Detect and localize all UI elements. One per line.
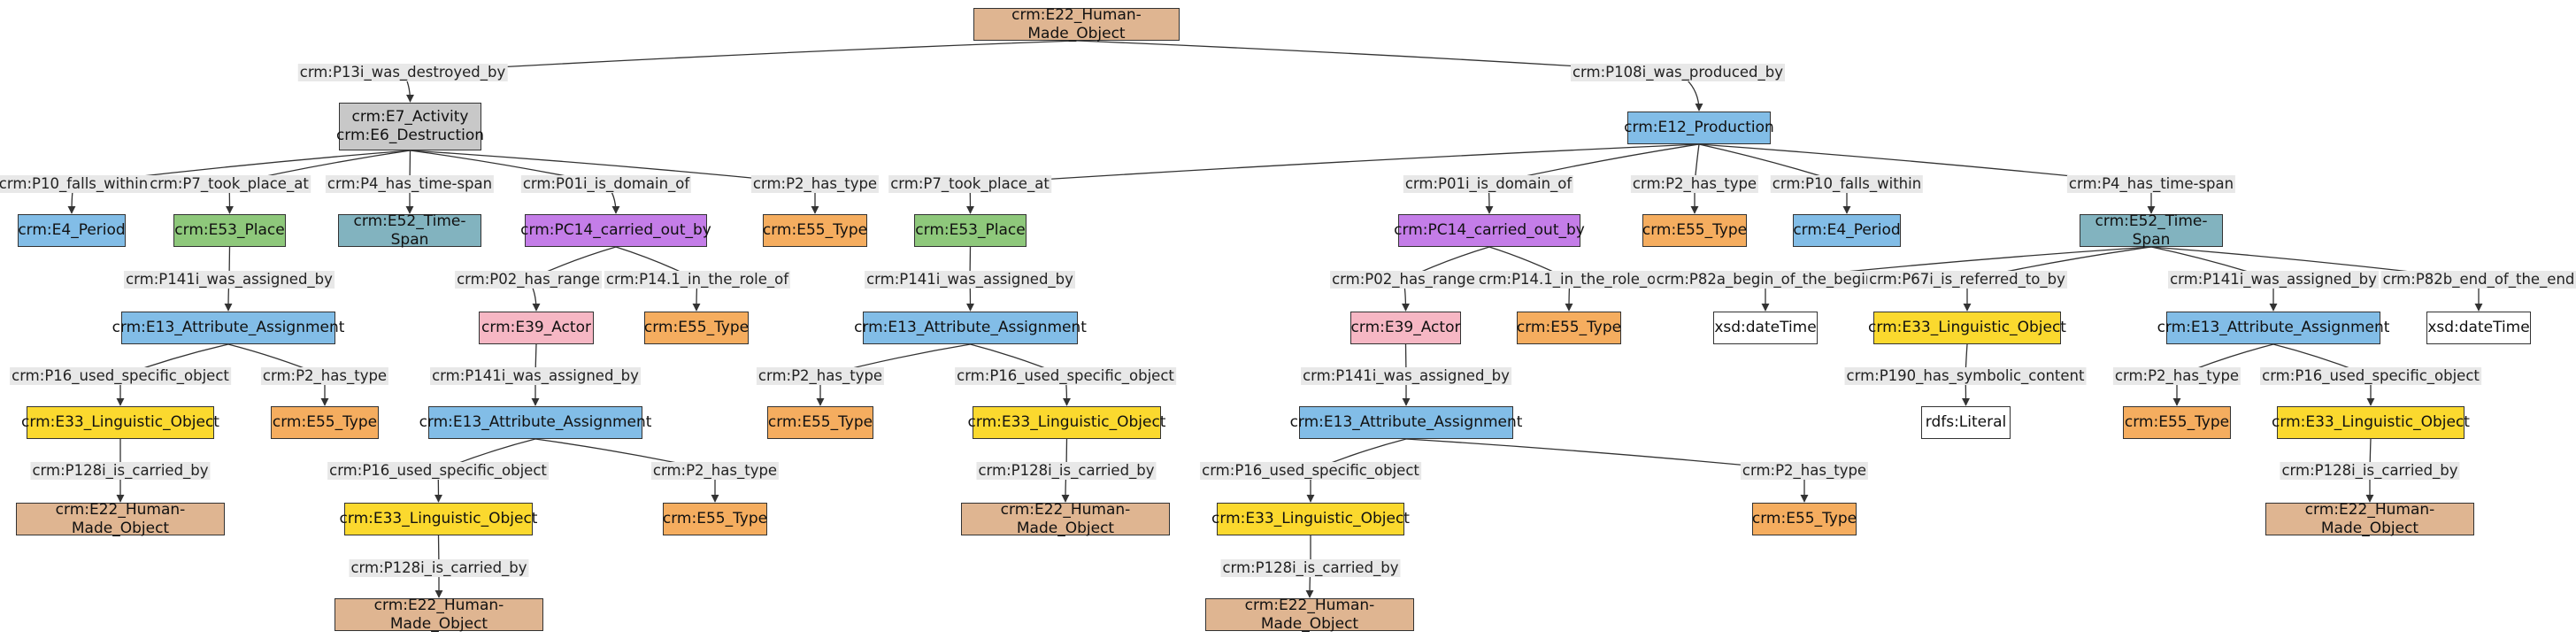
node-e22-human-made-object: crm:E22_Human-Made_Object: [334, 597, 543, 633]
edge-label-p16-used-specific-object: crm:P16_used_specific_object: [1200, 462, 1421, 480]
edge-p108i-was-produced-by: [1076, 40, 1703, 112]
node-e22-human-made-object: crm:E22_Human-Made_Object: [961, 501, 1170, 537]
node-pc14-carried-out-by: crm:PC14_carried_out_by: [1394, 214, 1585, 247]
node-e52-time-span: crm:E52_Time-Span: [2080, 212, 2223, 249]
edge-label-p141i-was-assigned-by: crm:P141i_was_assigned_by: [124, 271, 334, 289]
node-datetime: xsd:dateTime: [1713, 312, 1818, 344]
edge-label-p4-has-time-span: crm:P4_has_time-span: [325, 175, 495, 193]
edge-label-p4-has-time-span: crm:P4_has_time-span: [2066, 175, 2236, 193]
node-e53-place: crm:E53_Place: [914, 214, 1027, 247]
edge-label-p01i-is-domain-of: crm:P01i_is_domain_of: [1403, 175, 1574, 193]
edge-label-p2-has-type: crm:P2_has_type: [2112, 367, 2242, 385]
node-e13-attribute-assignment: crm:E13_Attribute_Assignment: [854, 312, 1087, 344]
edge-label-p16-used-specific-object: crm:P16_used_specific_object: [327, 462, 549, 480]
edge-label-p128i-is-carried-by: crm:P128i_is_carried_by: [976, 462, 1157, 480]
node-e22-human-made-object: crm:E22_Human-Made_Object: [16, 501, 225, 537]
node-e22-human-made-object: crm:E22_Human-Made_Object: [2265, 501, 2474, 537]
edge-p2-has-type: [1405, 438, 1809, 503]
node-pc14-carried-out-by: crm:PC14_carried_out_by: [520, 214, 711, 247]
node-e13-attribute-assignment: crm:E13_Attribute_Assignment: [112, 312, 344, 344]
edge-p82b-end-of-the-end: [2150, 246, 2483, 312]
edge-label-p190-has-symbolic-content: crm:P190_has_symbolic_content: [1844, 367, 2087, 385]
node-e33-linguistic-object: crm:E33_Linguistic_Object: [2272, 406, 2470, 439]
edge-label-p16-used-specific-object: crm:P16_used_specific_object: [2260, 367, 2481, 385]
edge-label-p141i-was-assigned-by: crm:P141i_was_assigned_by: [2168, 271, 2379, 289]
edge-label-p128i-is-carried-by: crm:P128i_is_carried_by: [349, 559, 529, 577]
node-e39-actor: crm:E39_Actor: [479, 312, 594, 344]
edge-label-p2-has-type: crm:P2_has_type: [650, 462, 780, 480]
node-e55-type: crm:E55_Type: [644, 312, 749, 344]
edge-p2-has-type: [410, 150, 819, 214]
node-e4-period: crm:E4_Period: [18, 214, 126, 247]
edge-label-p13i-was-destroyed-by: crm:P13i_was_destroyed_by: [297, 64, 508, 81]
node-e55-type: crm:E55_Type: [1642, 214, 1747, 247]
edge-label-p128i-is-carried-by: crm:P128i_is_carried_by: [1220, 559, 1401, 577]
edge-p82a-begin-of-the-begin: [1761, 246, 2152, 312]
node-e52-time-span: crm:E52_Time-Span: [338, 212, 481, 249]
node-e22-human-made-object: crm:E22_Human-Made_Object: [973, 6, 1180, 42]
node-e33-linguistic-object: crm:E33_Linguistic_Object: [1868, 312, 2066, 344]
node-e53-place: crm:E53_Place: [173, 214, 286, 247]
node-e12-production: crm:E12_Production: [1624, 112, 1774, 144]
node-e55-type: crm:E55_Type: [663, 503, 767, 535]
edge-label-p7-took-place-at: crm:P7_took_place_at: [148, 175, 311, 193]
node-datetime: xsd:dateTime: [2426, 312, 2531, 344]
node-e33-linguistic-object: crm:E33_Linguistic_Object: [968, 406, 1165, 439]
edge-label-p14-1-in-the-role-of: crm:P14.1_in_the_role_of: [604, 271, 791, 289]
node-e4-period: crm:E4_Period: [1793, 214, 1901, 247]
node-e55-type: crm:E55_Type: [271, 406, 379, 439]
node-e13-attribute-assignment: crm:E13_Attribute_Assignment: [1290, 406, 1522, 439]
edge-label-p10-falls-within: crm:P10_falls_within: [0, 175, 150, 193]
edge-label-p2-has-type: crm:P2_has_type: [756, 367, 885, 385]
edge-label-p2-has-type: crm:P2_has_type: [260, 367, 389, 385]
edge-label-p2-has-type: crm:P2_has_type: [1630, 175, 1759, 193]
edge-label-p14-1-in-the-role-of: crm:P14.1_in_the_role_of: [1476, 271, 1664, 289]
edge-label-p16-used-specific-object: crm:P16_used_specific_object: [10, 367, 231, 385]
edge-p4-has-time-span: [1698, 143, 2156, 214]
edge-label-p02-has-range: crm:P02_has_range: [455, 271, 602, 289]
node-e55-type: crm:E55_Type: [767, 406, 873, 439]
edge-label-p141i-was-assigned-by: crm:P141i_was_assigned_by: [430, 367, 641, 385]
node-e39-actor: crm:E39_Actor: [1350, 312, 1461, 344]
edge-label-p7-took-place-at: crm:P7_took_place_at: [888, 175, 1051, 193]
node-e22-human-made-object: crm:E22_Human-Made_Object: [1205, 597, 1414, 633]
node-e33-linguistic-object: crm:E33_Linguistic_Object: [340, 503, 537, 535]
edge-label-p128i-is-carried-by: crm:P128i_is_carried_by: [30, 462, 211, 480]
edge-label-p141i-was-assigned-by: crm:P141i_was_assigned_by: [1301, 367, 1511, 385]
edge-label-p128i-is-carried-by: crm:P128i_is_carried_by: [2280, 462, 2460, 480]
node-literal: rdfs:Literal: [1921, 406, 2011, 439]
edge-label-p141i-was-assigned-by: crm:P141i_was_assigned_by: [865, 271, 1075, 289]
edge-label-p2-has-type: crm:P2_has_type: [1740, 462, 1869, 480]
edge-label-p16-used-specific-object: crm:P16_used_specific_object: [955, 367, 1176, 385]
edge-label-p108i-was-produced-by: crm:P108i_was_produced_by: [1570, 64, 1786, 81]
edge-label-p02-has-range: crm:P02_has_range: [1330, 271, 1477, 289]
edge-label-p2-has-type: crm:P2_has_type: [750, 175, 880, 193]
edge-label-p67i-is-referred-to-by: crm:P67i_is_referred_to_by: [1867, 271, 2067, 289]
edge-label-p01i-is-domain-of: crm:P01i_is_domain_of: [520, 175, 692, 193]
edge-label-p10-falls-within: crm:P10_falls_within: [1770, 175, 1924, 193]
node-e55-type: crm:E55_Type: [1752, 503, 1857, 535]
edge-label-p82b-end-of-the-end: crm:P82b_end_of_the_end: [2380, 271, 2576, 289]
edge-label-p82a-begin-of-the-begin: crm:P82a_begin_of_the_begin: [1654, 271, 1877, 289]
node-e13-attribute-assignment: crm:E13_Attribute_Assignment: [2157, 312, 2389, 344]
node-e33-linguistic-object: crm:E33_Linguistic_Object: [1211, 503, 1410, 535]
node-e13-attribute-assignment: crm:E13_Attribute_Assignment: [419, 406, 651, 439]
node-e55-type: crm:E55_Type: [763, 214, 867, 247]
node-e55-type: crm:E55_Type: [1517, 312, 1621, 344]
node-e6-destruction: crm:E7_Activity crm:E6_Destruction: [336, 103, 484, 150]
node-e33-linguistic-object: crm:E33_Linguistic_Object: [21, 406, 219, 439]
node-e55-type: crm:E55_Type: [2123, 406, 2231, 439]
edge-p10-falls-within: [67, 150, 411, 214]
